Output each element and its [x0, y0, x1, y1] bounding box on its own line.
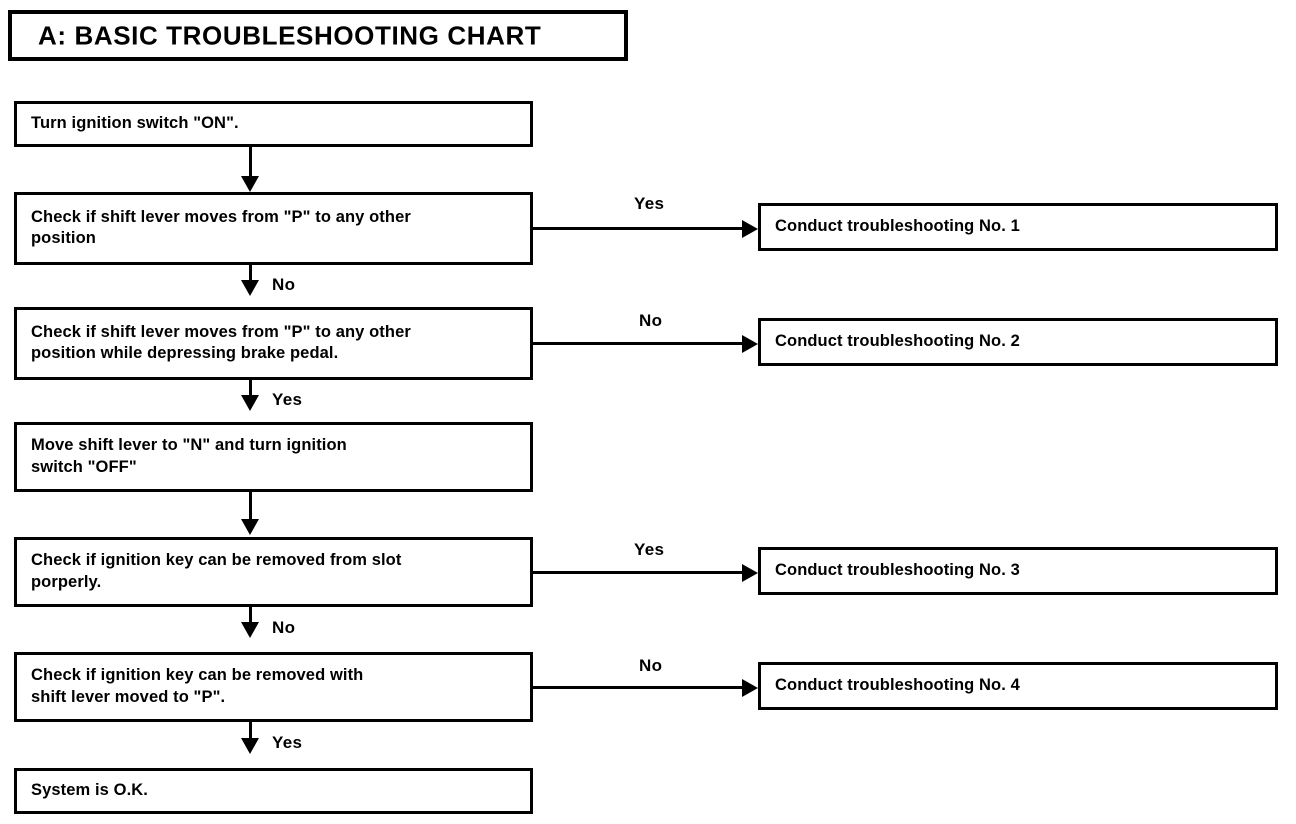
step-box-4-line1: Move shift lever to "N" and turn ignitio… — [31, 436, 347, 455]
connector-5-to-result3-arrowhead — [742, 563, 758, 582]
connector-3-to-result2 — [533, 342, 745, 345]
connector-1-to-2-arrowhead — [241, 176, 259, 192]
result-box-1: Conduct troubleshooting No. 1 — [758, 203, 1278, 251]
connector-6-to-result4-arrowhead — [742, 678, 758, 697]
step-box-7-text: System is O.K. — [31, 781, 148, 800]
chart-title-box: A: BASIC TROUBLESHOOTING CHART — [8, 10, 628, 61]
branch-label-no-4: No — [639, 656, 663, 675]
step-box-7: System is O.K. — [14, 768, 533, 814]
step-box-6-text: Check if ignition key can be removed wit… — [31, 665, 522, 709]
step-box-1: Turn ignition switch "ON". — [14, 101, 533, 147]
connector-6-to-result4 — [533, 686, 745, 689]
connector-2-to-3 — [249, 265, 252, 283]
connector-2-to-3-arrowhead — [241, 280, 259, 296]
step-box-5: Check if ignition key can be removed fro… — [14, 537, 533, 607]
connector-6-to-7 — [249, 722, 252, 740]
step-box-5-line2: porperly. — [31, 573, 102, 591]
step-box-2: Check if shift lever moves from "P" to a… — [14, 192, 533, 265]
branch-label-yes-4: Yes — [272, 733, 303, 752]
step-box-1-text: Turn ignition switch "ON". — [31, 114, 239, 133]
branch-label-no-3: No — [272, 618, 296, 637]
connector-2-to-result1-arrowhead — [742, 219, 758, 238]
step-box-2-line1: Check if shift lever moves from "P" to a… — [31, 207, 411, 226]
step-box-6-line2: shift lever moved to "P". — [31, 688, 226, 706]
connector-4-to-5-arrowhead — [241, 519, 259, 535]
step-box-3-line1: Check if shift lever moves from "P" to a… — [31, 322, 411, 341]
chart-title-text: A: BASIC TROUBLESHOOTING CHART — [38, 20, 542, 50]
step-box-5-text: Check if ignition key can be removed fro… — [31, 550, 522, 594]
step-box-2-line2: position — [31, 229, 96, 248]
step-box-3-line2: position while depressing brake pedal. — [31, 344, 339, 363]
step-box-4-text: Move shift lever to "N" and turn ignitio… — [31, 435, 522, 479]
connector-3-to-4 — [249, 380, 252, 398]
connector-5-to-6-arrowhead — [241, 622, 259, 638]
result-box-3: Conduct troubleshooting No. 3 — [758, 547, 1278, 595]
connector-1-to-2 — [249, 147, 252, 179]
branch-label-no-1: No — [272, 275, 296, 294]
branch-label-yes-1: Yes — [634, 194, 665, 213]
result-box-1-text: Conduct troubleshooting No. 1 — [775, 217, 1020, 236]
step-box-6: Check if ignition key can be removed wit… — [14, 652, 533, 722]
result-box-4: Conduct troubleshooting No. 4 — [758, 662, 1278, 710]
step-box-4-line2: switch "OFF" — [31, 458, 137, 476]
connector-5-to-result3 — [533, 571, 745, 574]
step-box-5-line1: Check if ignition key can be removed fro… — [31, 551, 402, 570]
step-box-3-text: Check if shift lever moves from "P" to a… — [31, 322, 522, 366]
connector-6-to-7-arrowhead — [241, 738, 259, 754]
step-box-6-line1: Check if ignition key can be removed wit… — [31, 666, 364, 685]
connector-3-to-result2-arrowhead — [742, 334, 758, 353]
branch-label-no-2: No — [639, 311, 663, 330]
branch-label-yes-3: Yes — [634, 540, 665, 559]
result-box-2: Conduct troubleshooting No. 2 — [758, 318, 1278, 366]
result-box-3-text: Conduct troubleshooting No. 3 — [775, 561, 1020, 580]
connector-5-to-6 — [249, 607, 252, 625]
branch-label-yes-2: Yes — [272, 390, 303, 409]
connector-4-to-5 — [249, 492, 252, 522]
connector-2-to-result1 — [533, 227, 745, 230]
step-box-3: Check if shift lever moves from "P" to a… — [14, 307, 533, 380]
result-box-2-text: Conduct troubleshooting No. 2 — [775, 332, 1020, 351]
step-box-2-text: Check if shift lever moves from "P" to a… — [31, 207, 522, 251]
result-box-4-text: Conduct troubleshooting No. 4 — [775, 676, 1020, 695]
step-box-4: Move shift lever to "N" and turn ignitio… — [14, 422, 533, 492]
connector-3-to-4-arrowhead — [241, 395, 259, 411]
